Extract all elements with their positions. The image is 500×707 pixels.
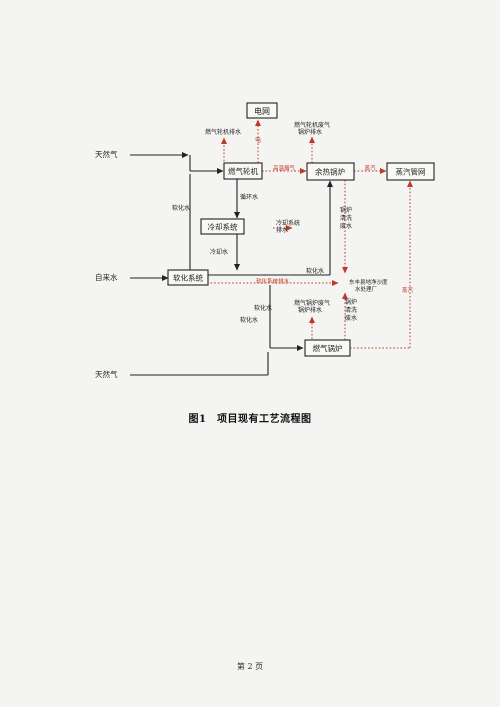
soft-water-d-label: 软化水 <box>240 316 258 324</box>
electricity-label: 电 <box>255 136 261 144</box>
boiler-wash-label-2: 清洗 <box>345 306 357 314</box>
hrsg-wash-label-3: 废水 <box>340 222 352 230</box>
circ-water-label: 循环水 <box>240 193 258 201</box>
cooling-water-label: 冷却水 <box>210 248 228 256</box>
node-gas-turbine-label: 燃气轮机 <box>228 166 258 176</box>
boiler-flue-label: 燃气锅炉废气 <box>294 299 330 307</box>
natural-gas-top-label: 天然气 <box>95 149 118 159</box>
hrsg-blowdown-label: 锅炉排水 <box>298 128 322 136</box>
tap-water-label: 自来水 <box>95 272 118 282</box>
hot-flue-label: 高温烟气 <box>273 164 296 172</box>
node-gas-boiler-label: 燃气锅炉 <box>313 343 343 353</box>
node-steam-network-label: 蒸汽管网 <box>396 167 426 177</box>
hrsg-wash-label-2: 清洗 <box>340 214 352 222</box>
node-grid: 电网 <box>246 102 278 119</box>
flow-labels: 天然气 天然气 自来水 燃气轮机排水 电 燃气轮机废气 锅炉排水 高温烟气 蒸汽… <box>95 121 414 379</box>
material-flow-lines <box>130 152 333 376</box>
soft-water-c-label: 软化水 <box>254 304 272 312</box>
soft-water-a-label: 软化水 <box>172 204 190 212</box>
natural-gas-bottom-label: 天然气 <box>95 369 118 379</box>
node-grid-label: 电网 <box>254 106 270 116</box>
node-gas-turbine: 燃气轮机 <box>223 162 263 180</box>
node-steam-network: 蒸汽管网 <box>386 162 435 181</box>
node-softening-label: 软化系统 <box>173 273 203 283</box>
wwtp-label-1: 东丰县地净沙度 <box>349 278 388 286</box>
node-cooling-label: 冷却系统 <box>208 222 238 232</box>
node-cooling-system: 冷却系统 <box>200 218 245 235</box>
figure-caption: 图1 项目现有工艺流程图 <box>188 414 312 425</box>
node-softening-system: 软化系统 <box>167 269 209 286</box>
node-gas-boiler: 燃气锅炉 <box>304 339 351 357</box>
cooling-discharge-label-2: 排水 <box>276 226 288 234</box>
emission-flow-lines <box>207 119 413 349</box>
softening-discharge-label: 软化系统排水 <box>256 277 290 285</box>
boiler-blowdown-label: 锅炉排水 <box>298 306 322 314</box>
soft-water-b-label: 软化水 <box>306 267 324 275</box>
cooling-discharge-label-1: 冷却系统 <box>276 219 300 227</box>
steam-a-label: 蒸汽 <box>364 164 376 172</box>
hrsg-wash-label-1: 锅炉 <box>340 206 352 214</box>
turbine-drain-label: 燃气轮机排水 <box>205 128 241 136</box>
node-hrsg-label: 余热锅炉 <box>315 167 345 177</box>
hrsg-flue-label: 燃气轮机废气 <box>294 121 330 129</box>
boiler-wash-label-1: 锅炉 <box>345 298 357 306</box>
boiler-wash-label-3: 废水 <box>345 314 357 322</box>
node-hrsg: 余热锅炉 <box>306 162 355 181</box>
wwtp-label-2: 水处理厂 <box>355 285 378 293</box>
page-number: 第 2 页 <box>236 662 264 671</box>
steam-b-label: 蒸汽 <box>402 286 414 294</box>
